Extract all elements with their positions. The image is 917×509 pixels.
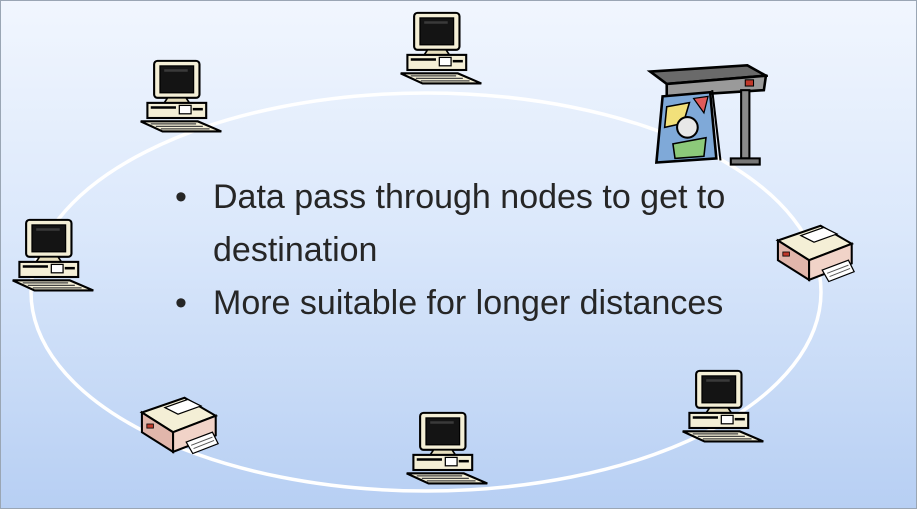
plotter-icon xyxy=(644,59,768,173)
printer-node-right xyxy=(773,219,855,285)
computer-icon xyxy=(681,369,765,445)
bullet-text: Data pass through nodes to get to destin… xyxy=(213,178,726,269)
computer-node-top-left xyxy=(139,59,223,135)
bullet-dot: • xyxy=(175,178,187,216)
computer-icon xyxy=(11,218,95,294)
computer-node-top xyxy=(399,11,483,87)
plotter-node-top-right xyxy=(644,59,768,173)
bullet-text: More suitable for longer distances xyxy=(213,284,724,322)
computer-icon xyxy=(405,411,489,487)
bullet-list: • Data pass through nodes to get to dest… xyxy=(169,171,729,330)
printer-node-bottom-left xyxy=(137,391,219,457)
printer-icon xyxy=(773,219,855,285)
computer-node-bottom-right xyxy=(681,369,765,445)
computer-node-bottom xyxy=(405,411,489,487)
bullet-item: • More suitable for longer distances xyxy=(169,277,729,330)
computer-icon xyxy=(139,59,223,135)
computer-node-left xyxy=(11,218,95,294)
bullet-dot: • xyxy=(175,284,187,322)
printer-icon xyxy=(137,391,219,457)
computer-icon xyxy=(399,11,483,87)
bullet-item: • Data pass through nodes to get to dest… xyxy=(169,171,729,277)
